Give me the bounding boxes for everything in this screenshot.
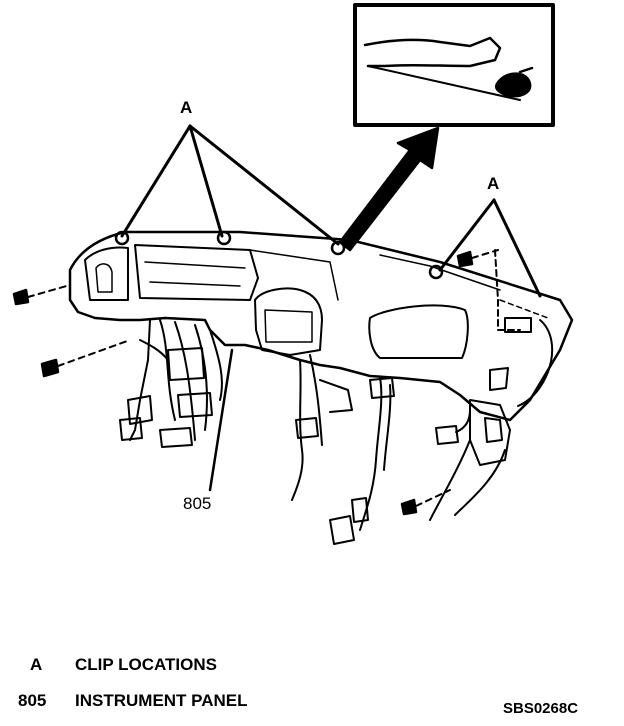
- screw-icon: [400, 489, 451, 516]
- wiring-harness-left: [119, 319, 223, 448]
- figure-code: SBS0268C: [503, 700, 579, 717]
- detail-arrow: [338, 126, 440, 252]
- clip-label-left: A: [180, 98, 193, 117]
- instrument-panel-body: [68, 230, 574, 422]
- screw-icon: [12, 284, 71, 306]
- screw-icon: [456, 249, 499, 268]
- screw-icon: [40, 339, 131, 378]
- legend-description: CLIP LOCATIONS: [75, 655, 217, 674]
- detail-inset: [353, 3, 555, 127]
- wiring-harness-right: [429, 399, 511, 521]
- panel-number-label: 805: [183, 494, 212, 513]
- legend-key: A: [30, 655, 43, 674]
- screw-icons: [12, 249, 499, 516]
- instrument-panel-diagram: [12, 3, 574, 545]
- panel-leader-line: [208, 348, 234, 492]
- wiring-harness-center: [291, 354, 395, 545]
- clip-label-right: A: [487, 174, 500, 193]
- clip-leader-lines: [120, 124, 542, 298]
- legend-key: 805: [18, 691, 47, 710]
- clip-markers: [114, 230, 444, 280]
- legend-description: INSTRUMENT PANEL: [75, 691, 248, 710]
